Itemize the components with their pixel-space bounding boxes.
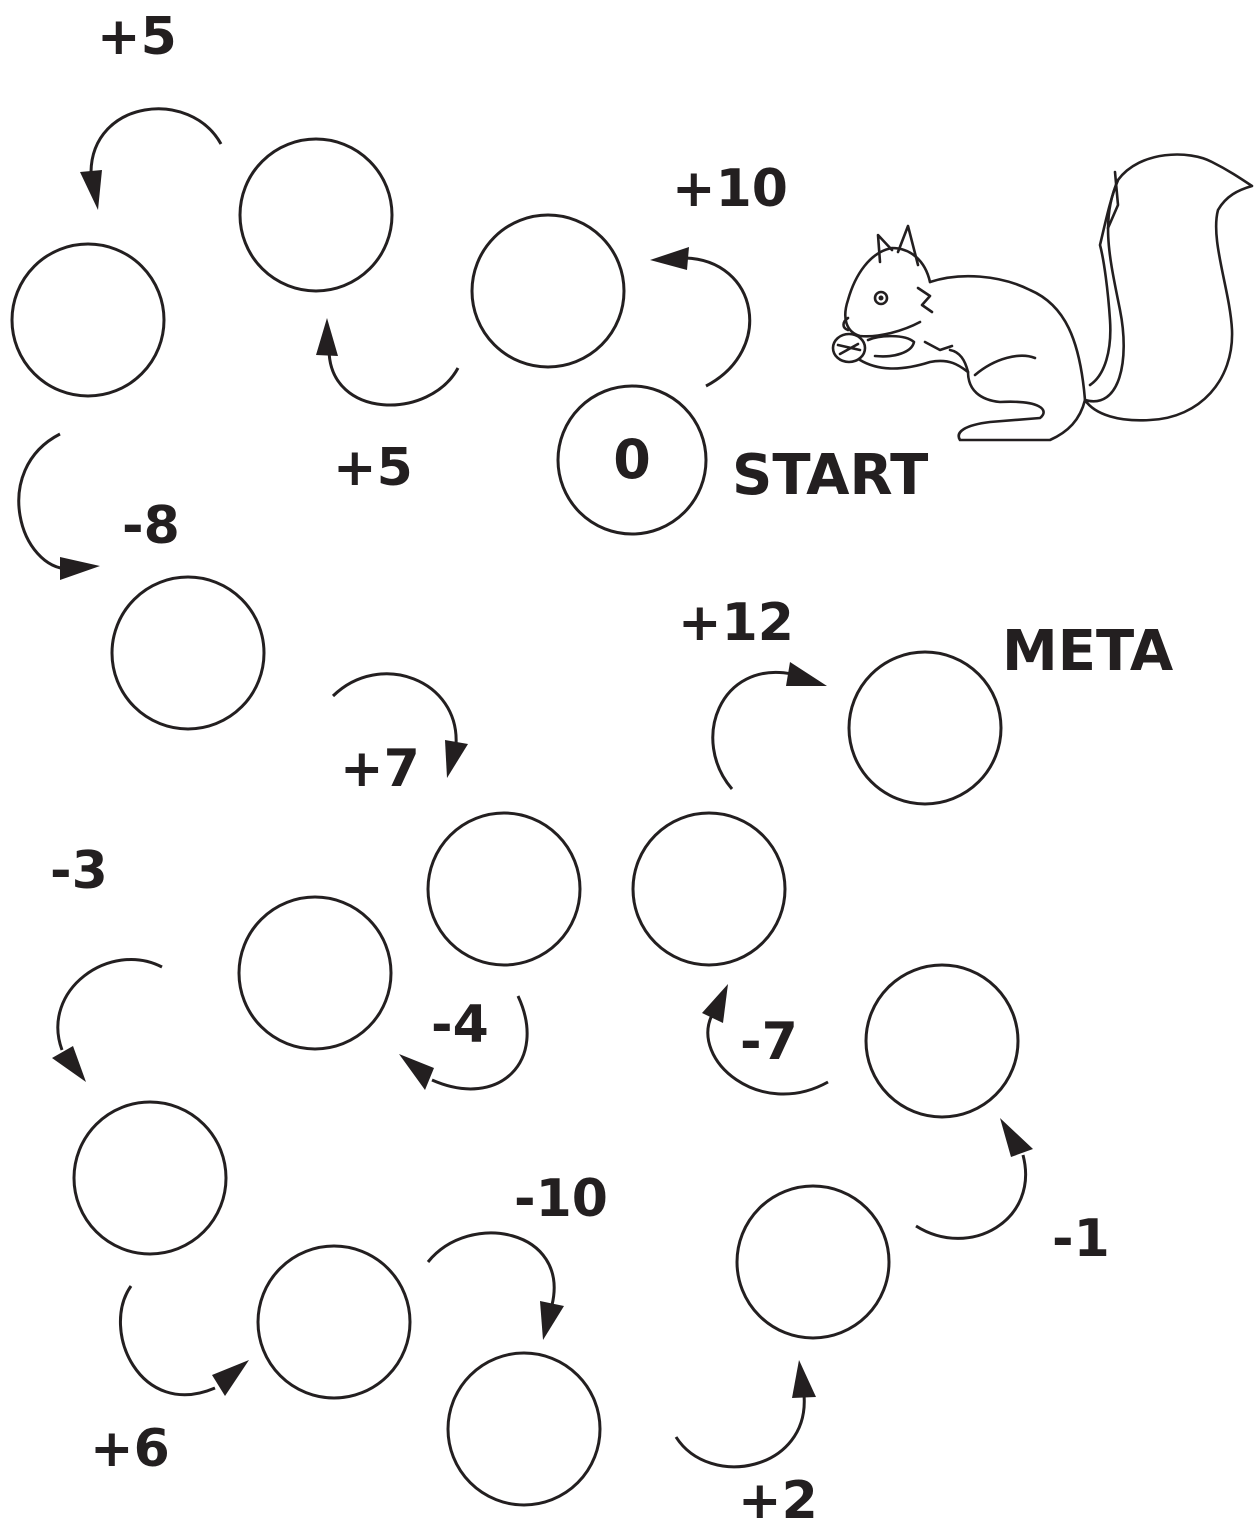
start-value: 0 bbox=[613, 428, 651, 491]
answer-circle-12[interactable] bbox=[631, 811, 787, 967]
op-label-12-to-finish: +12 bbox=[678, 593, 794, 653]
arrow-10-to-11 bbox=[915, 1118, 1033, 1240]
arrow-3-to-4 bbox=[17, 432, 100, 580]
answer-circle-7[interactable] bbox=[72, 1100, 228, 1256]
answer-circle-8[interactable] bbox=[256, 1244, 412, 1400]
squirrel-illustration bbox=[831, 153, 1254, 442]
arrow-4-to-5 bbox=[331, 672, 468, 778]
answer-circle-5[interactable] bbox=[426, 811, 582, 967]
op-label-2-to-3: +5 bbox=[97, 7, 177, 67]
op-label-5-to-6: -4 bbox=[431, 995, 489, 1055]
op-label-6-to-7: -3 bbox=[50, 841, 108, 901]
op-label-4-to-5: +7 bbox=[340, 739, 420, 799]
op-label-10-to-11: -1 bbox=[1052, 1209, 1110, 1269]
op-label-11-to-12: -7 bbox=[740, 1012, 798, 1072]
arrow-8-to-9 bbox=[426, 1231, 564, 1340]
finish-circle[interactable] bbox=[847, 650, 1003, 806]
arrow-12-to-finish bbox=[711, 662, 827, 790]
op-label-1-to-2: +5 bbox=[333, 438, 413, 498]
op-label-9-to-10: +2 bbox=[738, 1471, 818, 1524]
answer-circle-10[interactable] bbox=[735, 1184, 891, 1340]
arrow-7-to-8 bbox=[119, 1285, 249, 1397]
arrow-9-to-10 bbox=[674, 1360, 816, 1469]
arrow-5-to-6 bbox=[399, 995, 529, 1091]
op-label-8-to-9: -10 bbox=[514, 1169, 608, 1229]
answer-circle-9[interactable] bbox=[446, 1351, 602, 1507]
answer-circle-3[interactable] bbox=[10, 242, 166, 398]
finish-label: META bbox=[1002, 619, 1174, 684]
arrow-start-to-1 bbox=[650, 247, 752, 388]
answer-circle-4[interactable] bbox=[110, 575, 266, 731]
op-label-3-to-4: -8 bbox=[122, 496, 180, 556]
answer-circle-6[interactable] bbox=[237, 895, 393, 1051]
arrow-1-to-2 bbox=[316, 318, 460, 407]
answer-circle-11[interactable] bbox=[864, 963, 1020, 1119]
op-label-start-to-1: +10 bbox=[672, 159, 788, 219]
answer-circle-1[interactable] bbox=[470, 213, 626, 369]
arrow-2-to-3 bbox=[80, 107, 223, 210]
start-circle bbox=[556, 384, 708, 536]
answer-circle-2[interactable] bbox=[238, 137, 394, 293]
arrow-6-to-7 bbox=[52, 958, 163, 1082]
op-label-7-to-8: +6 bbox=[90, 1419, 170, 1479]
start-label: START bbox=[732, 443, 928, 508]
arrow-11-to-12 bbox=[702, 984, 829, 1096]
